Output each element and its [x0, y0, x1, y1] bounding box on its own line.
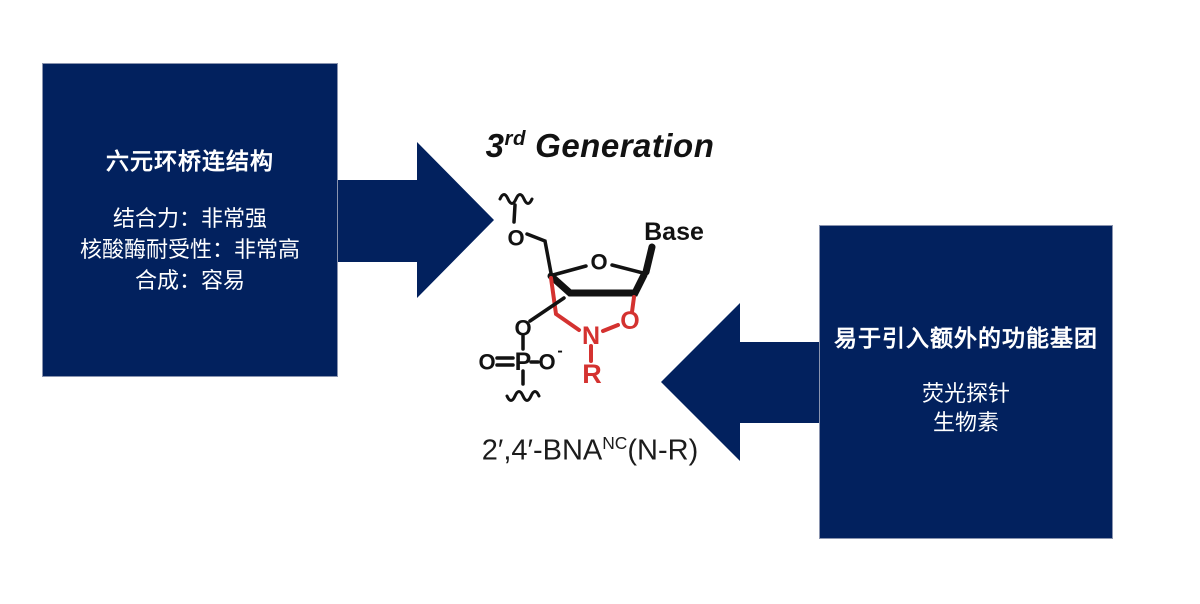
- bond-ringO-c1: [610, 263, 645, 275]
- right-info-box: 易于引入额外的功能基团 荧光探针 生物素: [819, 225, 1113, 539]
- right-box-heading: 易于引入额外的功能基团: [834, 325, 1098, 351]
- right-box-line-fluorescent-probe: 荧光探针: [921, 381, 1010, 406]
- chain-squiggle-bottom: [505, 390, 541, 402]
- minus-charge: -: [557, 343, 562, 360]
- phosphate-o3-atom: O: [514, 316, 531, 341]
- molecule-name-suffix: (N-R): [627, 434, 699, 467]
- generation-title: 3rd Generation: [450, 127, 750, 165]
- left-box-line-nuclease: 核酸酶耐受性：非常高: [79, 237, 300, 262]
- bridge-c4-ch2-n: [549, 276, 581, 332]
- bridge-n-o: [601, 323, 620, 333]
- phosphate-o-minus-atom: O: [538, 350, 555, 375]
- molecule-name-prefix: 2′,4′-BNA: [481, 434, 603, 467]
- bridge-o-c2: [630, 295, 636, 314]
- right-arrow: [661, 303, 820, 461]
- bond-c1-base-wedge: [642, 243, 656, 276]
- left-box-line-binding: 结合力：非常强: [112, 206, 267, 231]
- phosphorus-atom: P: [515, 348, 532, 376]
- bond-o5-c5-c4: [525, 232, 553, 275]
- bond-ringO-c4: [551, 264, 588, 277]
- bond-squiggle-o5: [512, 203, 517, 224]
- ring-front-edge: [547, 271, 648, 297]
- generation-number: 3: [485, 127, 505, 164]
- right-box-line-biotin: 生物素: [932, 410, 999, 435]
- left-arrow: [337, 142, 494, 298]
- chain-squiggle-top: [498, 193, 534, 205]
- left-box-line-synthesis: 合成：容易: [134, 268, 245, 293]
- molecule-name-superscript: NC: [602, 433, 628, 453]
- phosphate-double-o-atom: O: [478, 350, 495, 375]
- generation-ordinal-suffix: rd: [504, 127, 526, 150]
- left-box-heading: 六元环桥连结构: [106, 148, 274, 174]
- bridge-nitrogen-atom: N: [582, 322, 600, 350]
- left-info-box: 六元环桥连结构 结合力：非常强 核酸酶耐受性：非常高 合成：容易: [42, 63, 338, 377]
- bna-structure-drawing: O O Base N O R O P O O -: [478, 193, 704, 402]
- generation-word: Generation: [535, 127, 715, 164]
- r-group-label: R: [582, 359, 602, 389]
- molecule-name-label: 2′,4′-BNANC(N-R): [440, 433, 740, 468]
- bond-c3-o3: [528, 296, 566, 323]
- o5-prime-atom: O: [507, 226, 524, 251]
- ring-oxygen-atom: O: [590, 250, 607, 275]
- base-label: Base: [644, 218, 704, 246]
- bridge-oxygen-atom: O: [620, 307, 639, 335]
